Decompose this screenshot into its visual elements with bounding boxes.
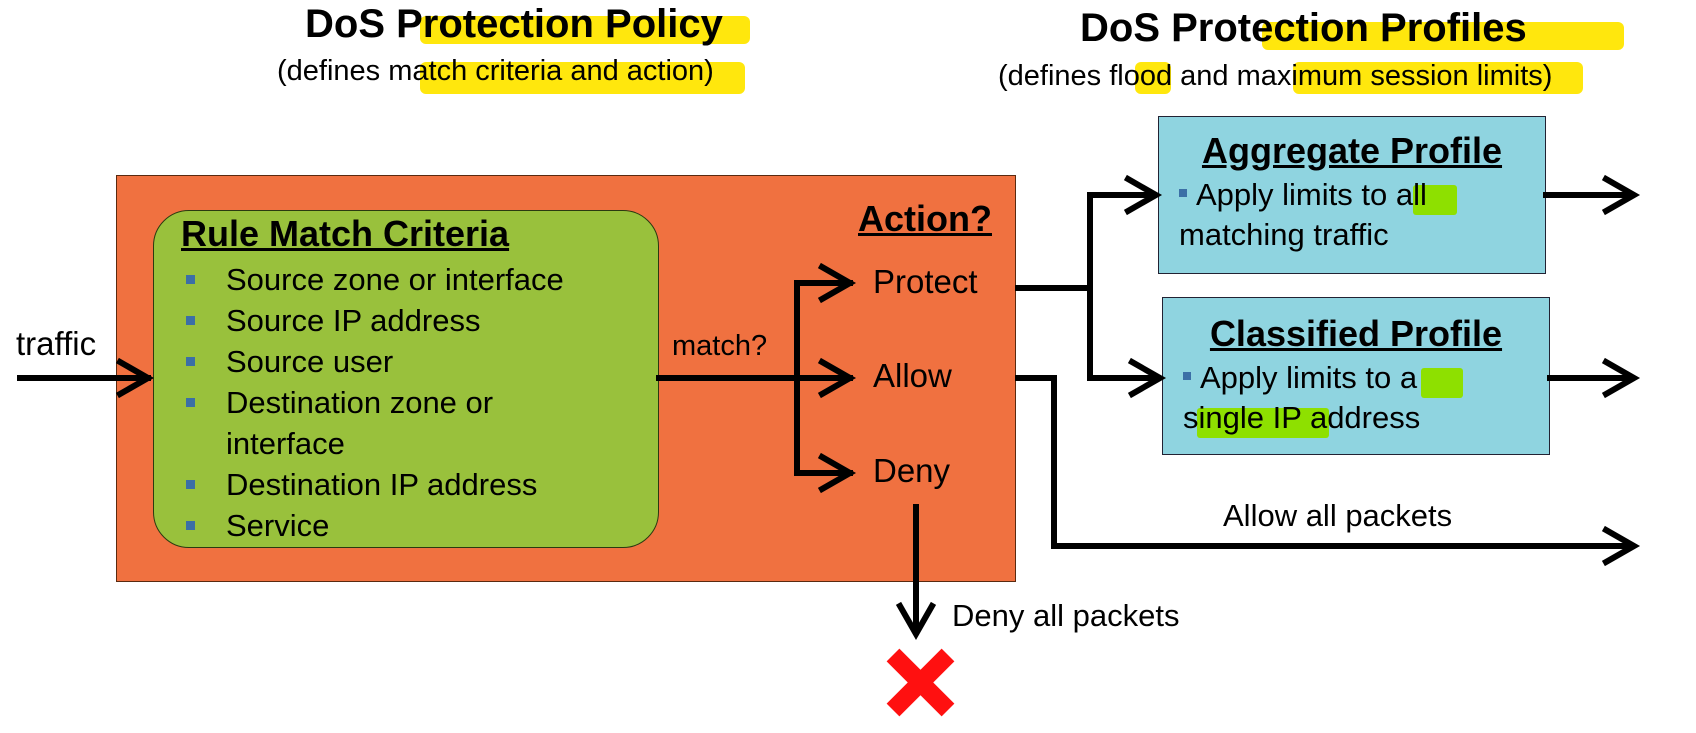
- bullet-icon: [186, 275, 195, 284]
- bullet-icon: [186, 521, 195, 530]
- aggregate-profile-title: Aggregate Profile: [1201, 130, 1503, 171]
- highlight-profiles-subtitle-1: [1135, 62, 1171, 94]
- rule-match-criteria-box: Rule Match Criteria Source zone or inter…: [153, 210, 659, 548]
- bullet-icon: [186, 398, 195, 407]
- bullet-icon: [1183, 371, 1191, 380]
- highlight-all: [1413, 185, 1457, 215]
- highlight-single-ip: [1197, 408, 1329, 438]
- criteria-item: Source IP address: [186, 300, 646, 341]
- classified-profile-item: Apply limits to a single IP address: [1183, 360, 1421, 435]
- match-label: match?: [672, 330, 768, 362]
- bullet-icon: [186, 316, 195, 325]
- action-deny: Deny: [873, 452, 951, 489]
- classified-profile-box: Classified Profile Apply limits to a sin…: [1162, 297, 1550, 455]
- bullet-icon: [186, 357, 195, 366]
- bullet-icon: [1179, 188, 1187, 197]
- highlight-policy-subtitle: [420, 62, 745, 94]
- rule-match-criteria-list: Source zone or interface Source IP addre…: [186, 259, 646, 546]
- profiles-subtitle: (defines flood and maximum session limit…: [998, 60, 1553, 92]
- deny-all-label: Deny all packets: [952, 598, 1180, 633]
- policy-title: DoS Protection Policy: [305, 2, 723, 46]
- profiles-title: DoS Protection Profiles: [1080, 6, 1527, 50]
- traffic-label: traffic: [16, 325, 97, 362]
- highlight-profiles-subtitle-2: [1293, 62, 1583, 94]
- allow-all-label: Allow all packets: [1223, 498, 1453, 533]
- policy-subtitle: (defines match criteria and action): [277, 55, 714, 87]
- highlight-profiles-title: [1262, 22, 1624, 50]
- highlight-a: [1421, 368, 1463, 398]
- criteria-item: Source user: [186, 341, 646, 382]
- criteria-item: Destination IP address: [186, 464, 646, 505]
- rule-match-criteria-title: Rule Match Criteria: [181, 213, 510, 254]
- highlight-policy-title: [420, 16, 750, 44]
- aggregate-profile-box: Aggregate Profile Apply limits to all ma…: [1158, 116, 1546, 274]
- action-protect: Protect: [873, 263, 978, 300]
- bullet-icon: [186, 480, 195, 489]
- criteria-item: Destination zone or interface: [186, 382, 556, 464]
- aggregate-profile-item: Apply limits to all matching traffic: [1179, 177, 1427, 252]
- action-allow: Allow: [873, 357, 952, 394]
- classified-profile-title: Classified Profile: [1209, 313, 1503, 354]
- criteria-item: Source zone or interface: [186, 259, 646, 300]
- action-title: Action?: [858, 198, 992, 239]
- criteria-item: Service: [186, 505, 646, 546]
